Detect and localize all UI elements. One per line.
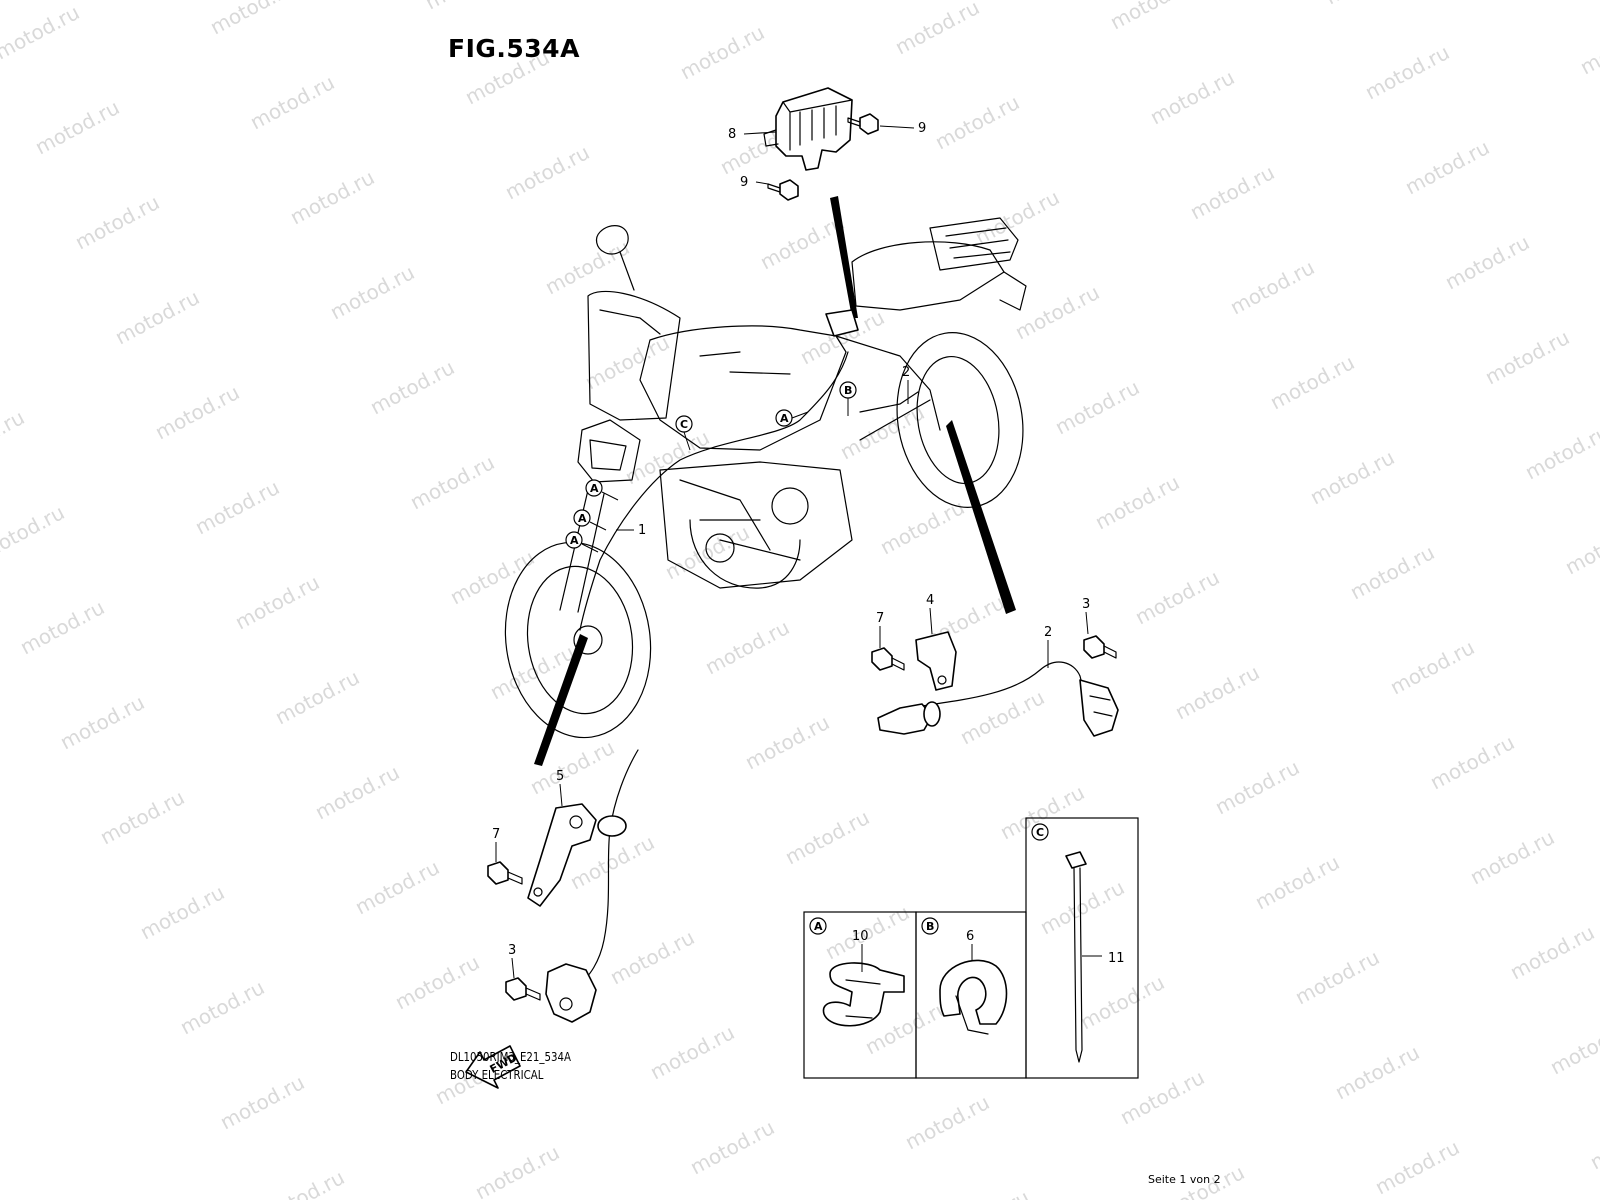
callout-8: 8 — [728, 127, 736, 142]
ref-marker-a-bike-2: A — [585, 479, 619, 501]
bracket-part-4 — [915, 631, 957, 691]
ref-marker-a-bike-4: A — [565, 531, 599, 553]
bolt-part-7-front — [487, 861, 523, 885]
bolt-part-3-rear — [1083, 635, 1117, 659]
svg-text:C: C — [1036, 826, 1044, 839]
callout-2-bike: 2 — [902, 365, 910, 380]
motorcycle-illustration — [504, 217, 1027, 739]
callout-7-front: 7 — [492, 827, 500, 842]
callout-5: 5 — [556, 769, 564, 784]
svg-text:B: B — [844, 384, 852, 397]
pointer-wedge-sensor — [830, 196, 858, 318]
ref-marker-b-bike: B — [839, 381, 857, 416]
callout-3-front: 3 — [508, 943, 516, 958]
callout-9-left: 9 — [740, 175, 748, 190]
ref-marker-c-bike: C — [675, 415, 693, 451]
inset-box-b: B — [915, 911, 1027, 1079]
svg-text:B: B — [926, 920, 934, 933]
page-indicator: Seite 1 von 2 — [1148, 1173, 1221, 1186]
callout-6: 6 — [966, 929, 974, 944]
section-name: BODY ELECTRICAL — [450, 1068, 544, 1082]
bike-ref-markers: C B A A A A — [565, 381, 857, 553]
inset-box-a: A — [803, 911, 917, 1079]
callout-9-top: 9 — [918, 121, 926, 136]
callout-2-sensor: 2 — [1044, 625, 1052, 640]
callout-7-rear: 7 — [876, 611, 884, 626]
model-code: DL1050RJM3_E21_534A — [450, 1050, 571, 1064]
sensor-module-part-8 — [763, 87, 853, 171]
svg-text:A: A — [570, 534, 579, 547]
bolt-part-7-rear — [871, 647, 905, 671]
bolt-part-3-front — [505, 977, 541, 1001]
ref-marker-a-bike-1: A — [775, 409, 809, 427]
callout-4: 4 — [926, 593, 934, 608]
callout-11: 11 — [1108, 951, 1125, 966]
callout-1: 1 — [638, 523, 646, 538]
inset-box-c: C — [1025, 817, 1139, 1079]
callouts: 1 2 2 3 3 4 5 6 7 7 8 9 9 10 11 — [492, 121, 1125, 979]
ref-marker-a-bike-3: A — [573, 509, 607, 531]
pointer-wedge-rear-sensor — [946, 420, 1016, 614]
bolt-part-9-left — [767, 179, 799, 201]
bolt-part-9-top — [847, 113, 879, 135]
front-speed-sensor — [545, 749, 639, 1023]
svg-text:A: A — [590, 482, 599, 495]
pointer-wedge-front-sensor — [534, 634, 588, 766]
svg-text:A: A — [780, 412, 789, 425]
figure-title: FIG.534A — [448, 34, 580, 63]
rear-speed-sensor-part-2 — [877, 661, 1119, 737]
bracket-part-5 — [527, 803, 597, 907]
svg-text:A: A — [578, 512, 587, 525]
svg-text:C: C — [680, 418, 688, 431]
callout-3-rear: 3 — [1082, 597, 1090, 612]
callout-10: 10 — [852, 929, 869, 944]
svg-text:A: A — [814, 920, 823, 933]
